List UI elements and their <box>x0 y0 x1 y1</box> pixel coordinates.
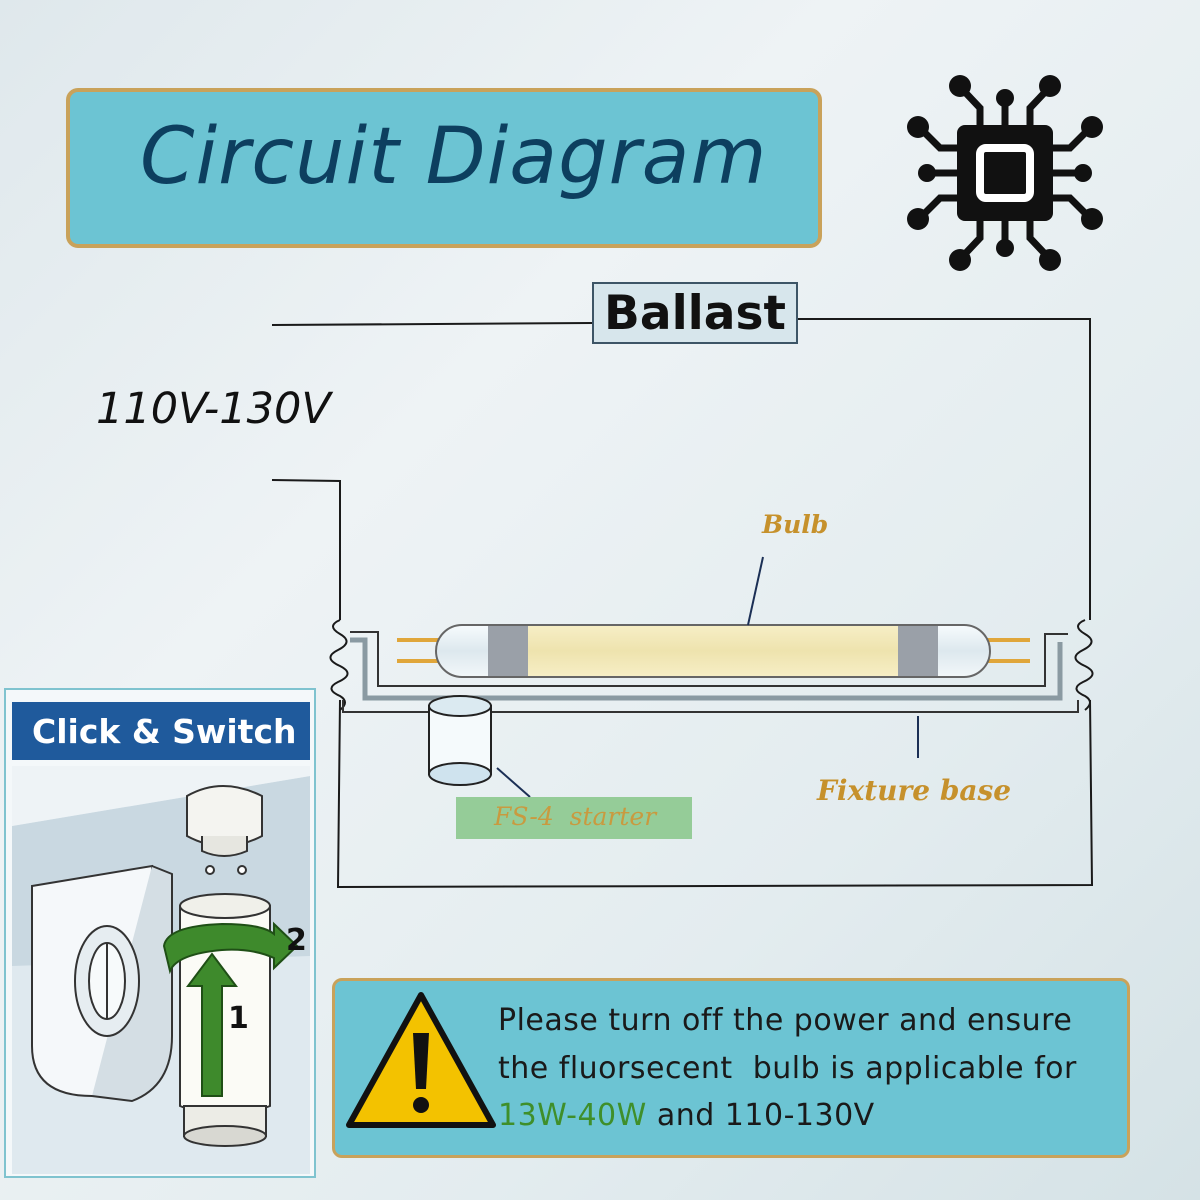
fixture-base <box>342 631 1079 713</box>
push-arrow <box>186 952 238 1097</box>
ballast-wire-right <box>798 318 1091 620</box>
warning-line-1: Please turn off the power and ensure <box>498 1003 1073 1038</box>
step-one-number: 1 <box>228 1001 249 1036</box>
fixture-base-label: Fixture base <box>817 774 1012 807</box>
circuit-chip-icon <box>907 75 1103 271</box>
ballast-label: Ballast <box>604 286 786 341</box>
wattage-range: 13W-40W <box>498 1098 647 1133</box>
warning-triangle-icon <box>346 992 496 1128</box>
starter-socket <box>186 785 263 875</box>
starter-label-box: FS-4 starter <box>456 797 692 839</box>
rotate-arrow <box>162 921 299 975</box>
supply-wire-bottom <box>271 479 341 620</box>
click-switch-title: Click & Switch <box>32 712 297 751</box>
voltage-label: 110V-130V <box>96 384 331 434</box>
fluorescent-bulb <box>397 624 1030 678</box>
return-wire <box>336 699 1094 889</box>
title-banner: Circuit Diagram <box>66 88 822 248</box>
starter-installation-illustration: 1 2 <box>12 766 310 1174</box>
ballast-component: Ballast <box>592 282 798 344</box>
warning-line-3: 13W-40W and 110-130V <box>498 1098 875 1133</box>
warning-line-2: the fluorsecent bulb is applicable for <box>498 1051 1077 1086</box>
supply-wire-top <box>271 322 593 326</box>
warning-panel: Please turn off the power and ensure the… <box>332 978 1130 1158</box>
click-switch-panel: Click & Switch <box>4 688 316 1178</box>
bulb-pointer <box>747 556 764 626</box>
right-coil <box>1074 619 1094 711</box>
step-two-number: 2 <box>286 923 307 958</box>
bulb-label: Bulb <box>762 510 829 539</box>
starter-label: FS-4 starter <box>494 802 657 831</box>
voltage-range: and 110-130V <box>646 1098 875 1133</box>
starter-canister <box>428 695 492 786</box>
page-title: Circuit Diagram <box>140 112 768 202</box>
left-coil <box>329 619 349 711</box>
lamp-holder <box>31 864 173 1103</box>
starter-pointer <box>496 767 531 798</box>
click-switch-header: Click & Switch <box>12 702 310 760</box>
